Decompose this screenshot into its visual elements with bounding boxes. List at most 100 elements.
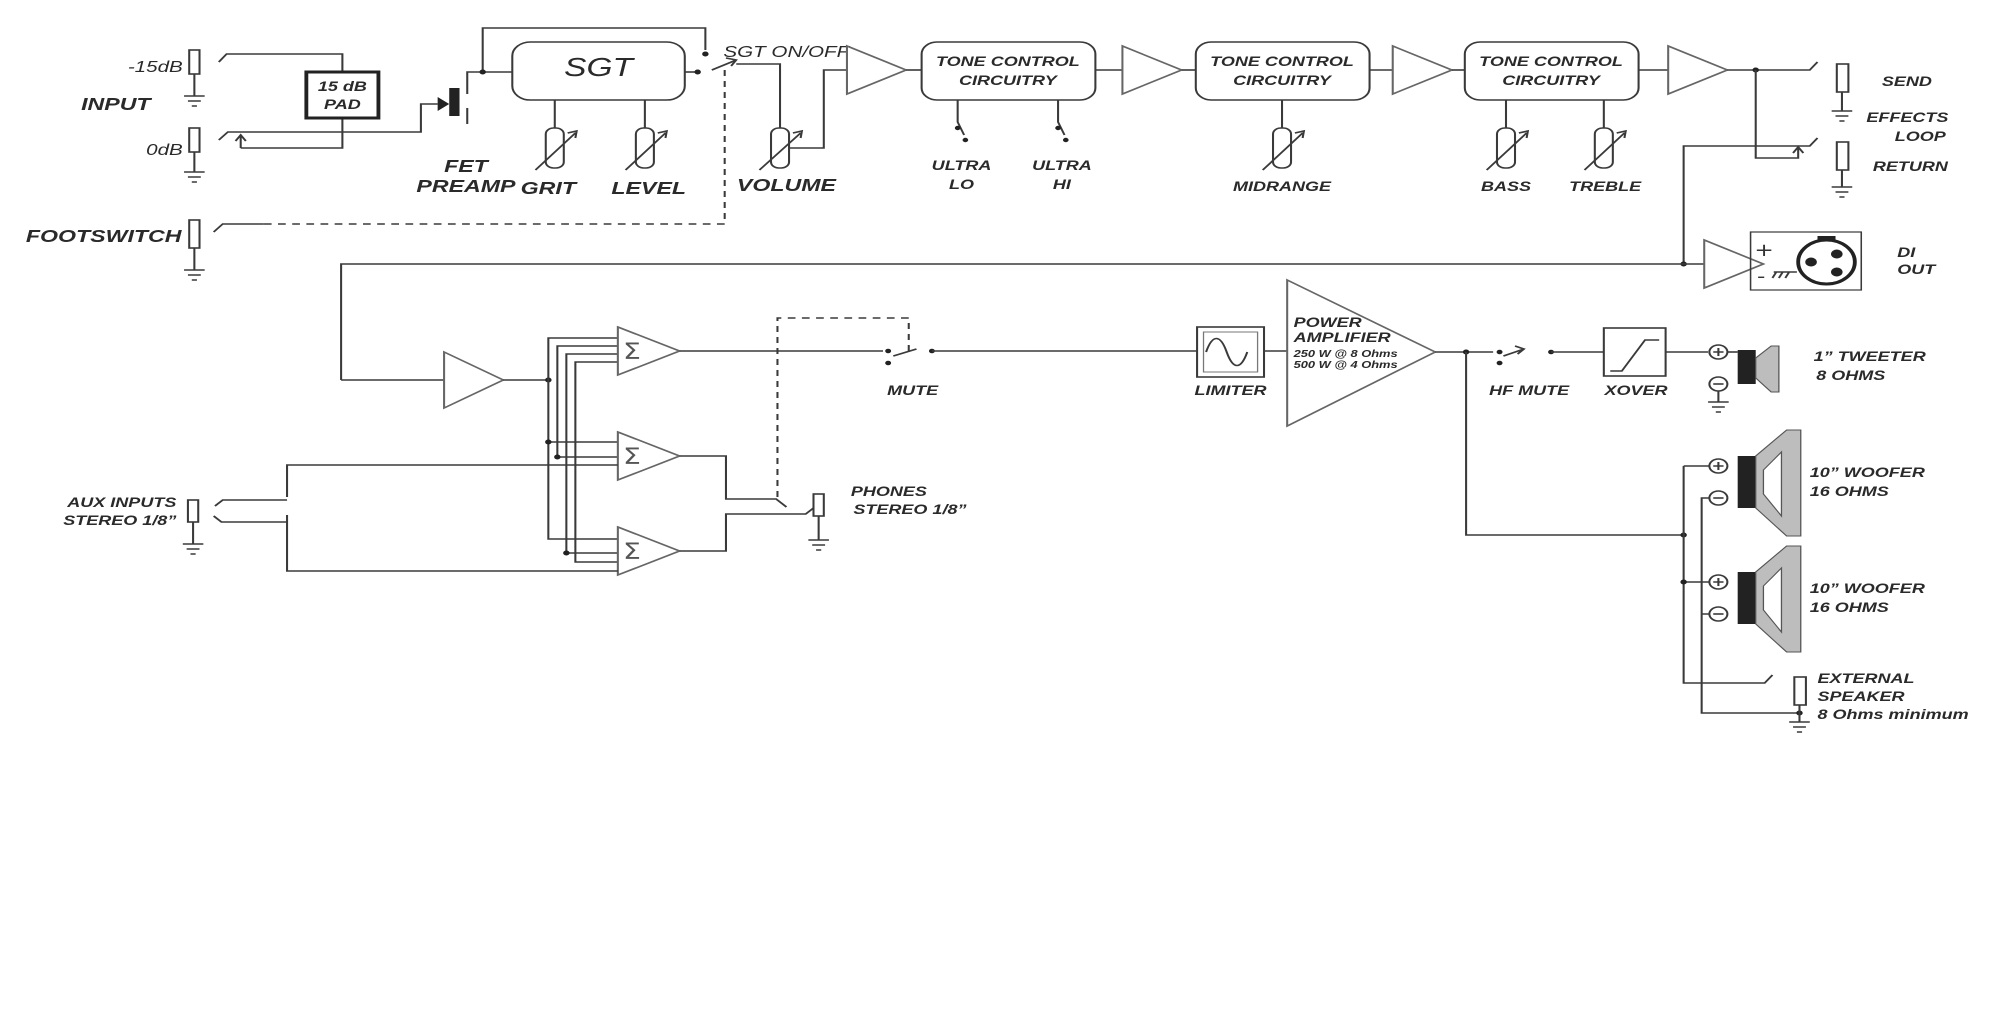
fet-label-line1: FET	[444, 156, 490, 176]
input-jack-minus15db	[188, 49, 201, 75]
sgt-switch-icon	[711, 57, 738, 71]
switch-contact	[962, 137, 969, 143]
treble-knob-icon	[1593, 127, 1614, 169]
xlr-key-icon	[1817, 236, 1836, 241]
junction-dot	[1680, 579, 1687, 585]
power-label-line3: 250 W @ 8 Ohms	[1292, 349, 1398, 359]
pad-15db-box	[304, 70, 381, 120]
mute-label: MUTE	[887, 383, 939, 399]
wire	[466, 71, 513, 124]
ground-icon	[184, 248, 205, 281]
wire	[1682, 137, 1819, 264]
wire	[1754, 70, 1805, 159]
fet-label-line2: PREAMP	[416, 176, 515, 196]
effects-label-line1: EFFECTS	[1866, 110, 1948, 126]
woofer1-magnet	[1737, 456, 1756, 508]
gain-stage-triangle	[1667, 44, 1730, 96]
power-label-line4: 500 W @ 4 Ohms	[1294, 360, 1399, 370]
power-label-line1: POWER	[1294, 315, 1362, 331]
tone3-label-line1: TONE CONTROL	[1479, 54, 1623, 70]
footswitch-jack	[188, 219, 201, 249]
speakers-section: 1” TWEETER 8 OHMS 10” WOOFER 16 OHMS 10”…	[1465, 344, 1969, 733]
hf-mute-label: HF MUTE	[1489, 383, 1570, 399]
minus15db-label: -15dB	[128, 57, 183, 75]
wire	[1465, 352, 1684, 536]
woofer1-label-line1: 10” WOOFER	[1810, 465, 1925, 481]
volume-label: VOLUME	[737, 175, 837, 195]
buffer-triangle	[443, 350, 506, 410]
midrange-arrow-icon	[1261, 129, 1306, 171]
input-section: 15 dB PAD -15dB INPUT 0dB FET PREAMP FOO…	[26, 27, 726, 281]
switch-contact	[1055, 125, 1061, 131]
di-box	[1749, 231, 1863, 291]
ext-label-line2: SPEAKER	[1817, 689, 1904, 705]
wire	[1727, 61, 1819, 71]
bass-arrow-icon	[1485, 129, 1530, 171]
wire	[565, 353, 618, 554]
xover-box	[1602, 327, 1667, 377]
wire	[736, 63, 782, 128]
tweeter-label-line2: 8 OHMS	[1816, 368, 1885, 384]
wire	[218, 103, 438, 141]
return-label: RETURN	[1873, 159, 1948, 175]
send-label: SEND	[1882, 74, 1932, 90]
woofer2-cone	[1762, 566, 1783, 634]
ultra-lo-switch-icon	[956, 100, 966, 136]
mixer-section: Σ Σ Σ AUX INPUTS STEREO 1/8” PHONES STER…	[63, 317, 1198, 577]
ground-icon	[182, 522, 204, 555]
level-knob-icon	[634, 127, 655, 169]
level-arrow-icon	[624, 129, 669, 171]
ultra-hi-label-line2: HI	[1053, 177, 1072, 193]
tone-block-1	[920, 41, 1097, 101]
sgt-onoff-label: SGT ON/OFF	[723, 42, 851, 60]
summing-amp-2	[616, 430, 682, 482]
sgt-box	[511, 41, 686, 101]
volume-knob-icon	[769, 127, 791, 169]
switch-contact	[1496, 360, 1503, 366]
pad-label-line2: PAD	[324, 97, 361, 113]
input-jack-0db	[188, 127, 201, 153]
phones-label-line2: STEREO 1/8”	[853, 502, 967, 518]
fet-gate-icon	[449, 88, 460, 116]
effects-label-line2: LOOP	[1895, 129, 1946, 145]
ground-icon	[1708, 391, 1729, 413]
treble-label: TREBLE	[1569, 179, 1642, 195]
phones-mute-control-line	[776, 317, 910, 497]
level-label: LEVEL	[611, 178, 686, 198]
fet-arrow-icon	[437, 97, 450, 111]
phones-jack	[812, 493, 825, 517]
woofer2-label-line1: 10” WOOFER	[1810, 581, 1925, 597]
wire	[481, 27, 707, 72]
plus-sign-icon	[1713, 462, 1724, 470]
ultra-hi-switch-icon	[1057, 100, 1066, 136]
midrange-label: MIDRANGE	[1233, 179, 1332, 195]
ground-icon	[1831, 92, 1853, 122]
effects-loop-section: SEND EFFECTS LOOP RETURN + - DI OUT	[340, 61, 1949, 380]
wire	[547, 380, 618, 540]
di-label-line2: OUT	[1897, 262, 1936, 278]
switch-contact	[954, 125, 961, 131]
tone1-label-line1: TONE CONTROL	[936, 54, 1080, 70]
junction-dot	[563, 550, 570, 556]
ultra-lo-label-line1: ULTRA	[932, 158, 992, 174]
limiter-inner-box	[1202, 331, 1259, 373]
summing-amp-3	[616, 525, 682, 577]
ext-label-line1: EXTERNAL	[1817, 671, 1914, 687]
tweeter-label-line1: 1” TWEETER	[1814, 349, 1926, 365]
sum-icon: Σ	[623, 443, 641, 469]
wire	[547, 337, 618, 380]
volume-arrow-icon	[758, 129, 804, 171]
mute-switch-icon	[892, 348, 917, 357]
footswitch-label: FOOTSWITCH	[26, 226, 183, 246]
power-section: LIMITER POWER AMPLIFIER 250 W @ 8 Ohms 5…	[1195, 278, 1709, 428]
gain-stage-triangle	[1391, 44, 1455, 96]
xlr-pin	[1805, 257, 1817, 267]
di-label-line1: DI	[1897, 245, 1916, 261]
plus-sign-icon	[1713, 578, 1724, 586]
xlr-pin	[1831, 267, 1843, 277]
ground-icon	[184, 152, 205, 183]
tone-block-2	[1194, 41, 1371, 101]
junction-dot	[554, 454, 561, 460]
gain-stage-triangle	[1121, 44, 1184, 96]
